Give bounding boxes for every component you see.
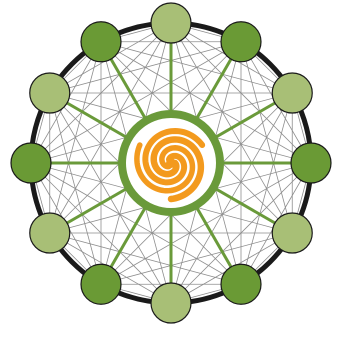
node-light: [30, 213, 70, 253]
node-dark: [81, 264, 121, 304]
node-dark: [291, 143, 331, 183]
node-light: [272, 73, 312, 113]
node-dark: [81, 22, 121, 62]
node-dark: [221, 22, 261, 62]
mesh-line: [50, 93, 101, 284]
node-light: [151, 283, 191, 323]
node-light: [272, 213, 312, 253]
mesh-line: [50, 42, 101, 233]
node-dark: [221, 264, 261, 304]
spiral-core: [166, 158, 176, 168]
node-dark: [11, 143, 51, 183]
center-hub: [122, 114, 220, 212]
mesh-line: [101, 42, 292, 93]
node-light: [151, 3, 191, 43]
node-light: [30, 73, 70, 113]
